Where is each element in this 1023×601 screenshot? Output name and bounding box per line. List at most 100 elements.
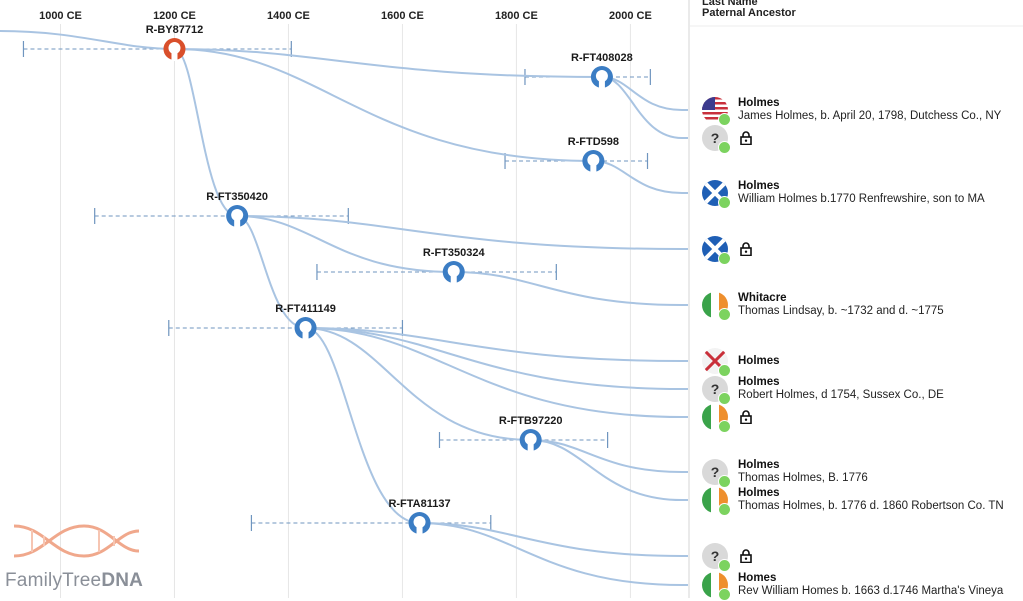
branch-line [419,522,683,586]
axis-tick-label: 2000 CE [609,10,652,22]
branch-line [0,30,175,50]
last-name-header: Last Name [702,0,758,8]
branch-line [601,76,683,139]
status-dot-icon [718,364,731,377]
haplogroup-node-r-ftb97220[interactable]: R-FTB97220 [499,415,563,452]
node-label: R-FT350420 [206,191,268,203]
node-marker-inner [413,516,426,528]
branch-line [305,327,683,418]
node-marker-notch [598,80,605,89]
node-label: R-FTB97220 [499,415,563,427]
branch-line [237,215,683,250]
axis-tick-label: 1400 CE [267,10,310,22]
ancestor-description: Thomas Holmes, B. 1776 [738,472,868,484]
confidence-intervals [22,41,651,531]
ancestor-last-name: Holmes [738,487,780,499]
haplogroup-node-r-ft350324[interactable]: R-FT350324 [423,247,486,284]
ancestor-description: Robert Holmes, d 1754, Sussex Co., DE [738,389,944,401]
node-label: R-FTA81137 [388,498,450,510]
node-label: R-FT411149 [275,303,336,315]
branch-line [305,327,683,362]
ancestor-last-name: Holmes [738,459,780,471]
status-dot-icon [718,420,731,433]
branch-line [453,271,683,306]
branch-line [174,48,594,162]
haplogroup-node-r-ft350420[interactable]: R-FT350420 [206,191,268,228]
lock-icon [740,410,752,429]
ancestor-description: Thomas Lindsay, b. ~1732 and d. ~1775 [738,305,944,317]
northern-ireland-flag-icon [702,348,728,374]
branch-line [419,522,683,557]
node-marker-notch [416,526,423,535]
lock-icon [740,549,752,568]
node-marker-notch [590,164,597,173]
status-dot-icon [718,252,731,265]
ancestor-last-name: Homes [738,572,777,584]
ancestor-last-name: Holmes [738,180,780,192]
node-marker-inner [299,321,312,333]
branch-line [593,160,683,194]
branch-line [305,327,531,441]
node-marker-inner [168,42,181,54]
axis-tick-label: 1800 CE [495,10,538,22]
us-flag-icon [702,97,728,123]
node-marker-notch [234,219,241,228]
ireland-flag-icon [702,487,728,513]
node-marker-inner [447,265,460,277]
status-dot-icon [718,196,731,209]
haplogroup-node-r-ftd598[interactable]: R-FTD598 [568,136,619,173]
status-dot-icon [718,559,731,572]
ancestor-description: Thomas Holmes, b. 1776 d. 1860 Robertson… [738,500,1004,512]
ancestor-last-name: Whitacre [738,292,787,304]
axis-tick-label: 1600 CE [381,10,424,22]
ancestor-last-name: Holmes [738,355,780,367]
status-dot-icon [718,392,731,405]
node-marker-inner [595,70,608,82]
ireland-flag-icon [702,292,728,318]
node-marker-notch [302,331,309,340]
ancestor-description: William Holmes b.1770 Renfrewshire, son … [738,193,985,205]
node-marker-inner [231,209,244,221]
node-label: R-FT408028 [571,52,633,64]
ancestor-description: James Holmes, b. April 20, 1798, Dutches… [738,110,1002,122]
branch-line [305,327,683,390]
axis-tick-label: 1200 CE [153,10,196,22]
ancestor-column-header: Last Name Paternal Ancestor [702,0,796,19]
dna-helix-icon [13,524,140,558]
node-marker-inner [524,433,537,445]
haplogroup-node-r-by87712[interactable]: R-BY87712 [146,24,203,61]
node-marker-inner [587,154,600,166]
branch-line [237,215,454,273]
status-dot-icon [718,141,731,154]
ancestor-text: Holmes [738,355,780,368]
logo-text-part1: FamilyTree [5,570,102,591]
status-dot-icon [718,503,731,516]
haplogroup-node-r-ft408028[interactable]: R-FT408028 [571,52,633,89]
ancestor-last-name: Holmes [738,97,780,109]
branch-line [530,439,683,501]
status-dot-icon [718,475,731,488]
lock-icon [740,131,752,150]
haplogroup-node-r-ft411149[interactable]: R-FT411149 [275,303,336,340]
logo-text-part2: DNA [101,570,144,591]
time-axis: 1000 CE 1200 CE 1400 CE 1600 CE 1800 CE 2000 … [39,10,652,22]
axis-tick-label: 1000 CE [39,10,82,22]
node-label: R-FTD598 [568,136,619,148]
lock-icon [740,242,752,261]
familytreedna-logo [4,516,154,592]
ireland-flag-icon [702,404,728,430]
haplogroup-node-r-fta81137[interactable]: R-FTA81137 [388,498,451,535]
node-label: R-FT350324 [423,247,486,259]
haplogroup-nodes: R-BY87712R-FT408028R-FTD598R-FT350420R-F… [146,24,633,535]
ancestor-description: Rev William Homes b. 1663 d.1746 Martha'… [738,585,1004,597]
branch-line [174,48,602,78]
logo-wordmark: FamilyTreeDNA [5,570,143,592]
branches [0,30,688,586]
